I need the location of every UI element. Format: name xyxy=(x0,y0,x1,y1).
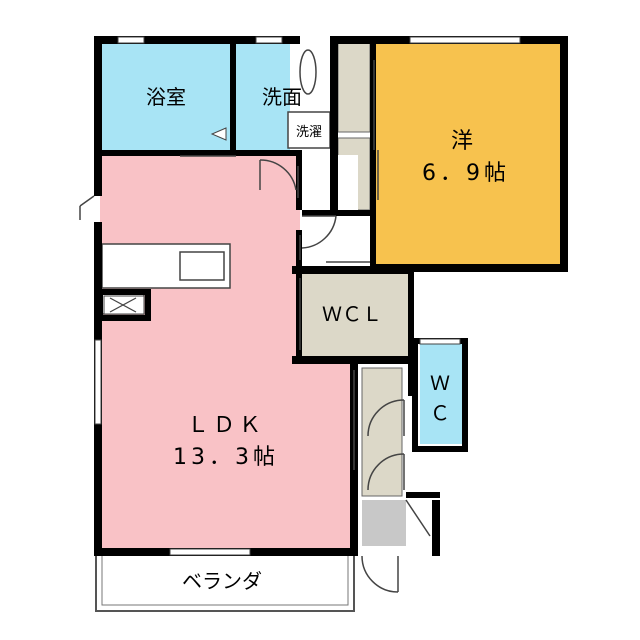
balcony xyxy=(95,554,355,612)
wc-room xyxy=(420,344,462,444)
bath-label: 浴室 xyxy=(146,85,186,109)
wc-label-2: Ｃ xyxy=(430,401,450,425)
wc-label-1: Ｗ xyxy=(430,371,450,395)
windows xyxy=(94,36,521,556)
laundry-area xyxy=(287,111,331,149)
western-room xyxy=(374,42,560,266)
washroom-label: 洗面 xyxy=(262,85,302,109)
western-size: 6．9帖 xyxy=(422,161,510,186)
washbasin-counter xyxy=(290,42,330,108)
wcl-label: ＷＣＬ xyxy=(322,302,382,326)
entrance-floor xyxy=(362,500,406,546)
western-label: 洋 xyxy=(451,129,477,154)
washroom xyxy=(236,42,290,150)
washbasin-icon xyxy=(299,49,317,95)
ldk-label: ＬＤＫ xyxy=(187,413,265,438)
hall-top xyxy=(300,210,376,270)
sink-icon xyxy=(179,251,225,281)
bath-door-marker xyxy=(210,127,227,141)
wcl-room xyxy=(298,272,408,358)
fridge-x2 xyxy=(109,297,137,313)
ldk-size: 13．3帖 xyxy=(173,445,279,470)
fridge-frame xyxy=(97,289,151,321)
bath-room xyxy=(100,42,232,150)
swing-doors xyxy=(79,159,431,593)
closet-upper xyxy=(337,41,371,133)
balcony-label: ベランダ xyxy=(182,569,262,593)
laundry-label: 洗濯 xyxy=(296,125,322,140)
sliding-doors xyxy=(180,60,379,470)
